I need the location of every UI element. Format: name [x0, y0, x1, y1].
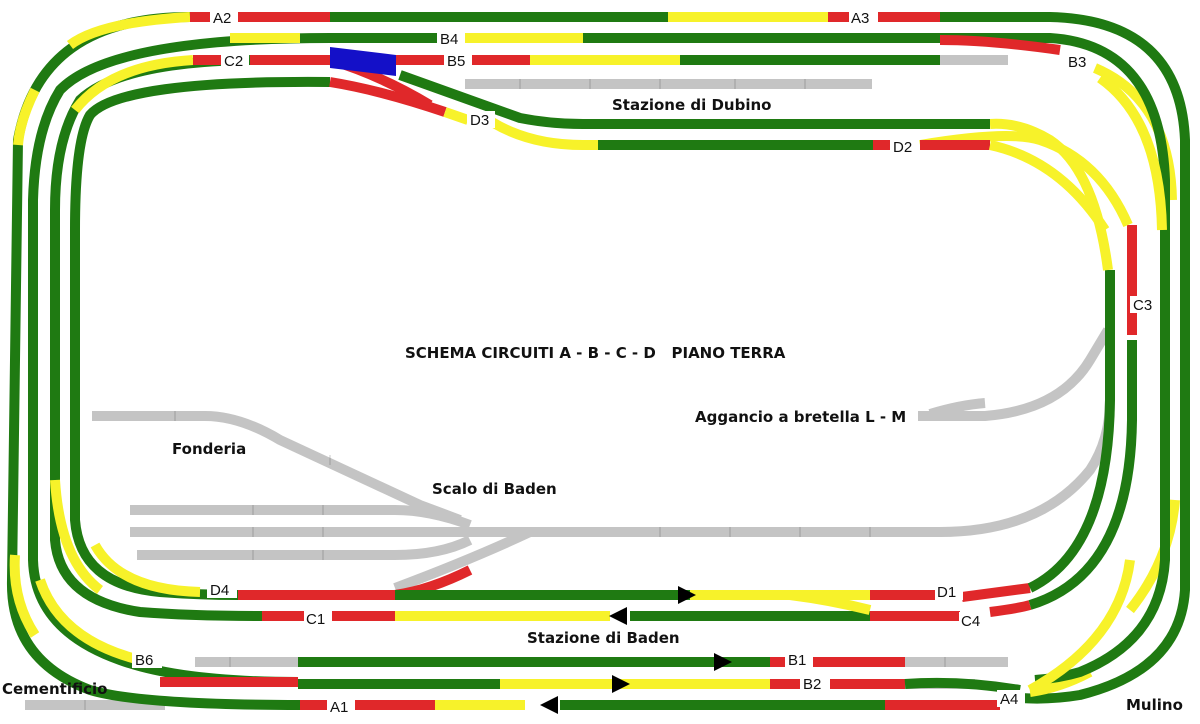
aggancio-label: Aggancio a bretella L - M	[695, 408, 906, 426]
label-a3: A3	[851, 10, 869, 27]
arrow-right-icon	[714, 653, 732, 671]
scalo-lead	[393, 527, 533, 593]
label-a2: A2	[213, 10, 231, 27]
arrow-left-icon	[540, 696, 558, 714]
arrow-left-icon	[609, 607, 627, 625]
section-labels: A2 A3 B4 B5 C2 B3 D3 D2 C3 D4 D1 C1 C4 B…	[132, 9, 1160, 716]
scalo-track-1	[130, 505, 472, 530]
label-d1: D1	[937, 584, 956, 601]
circuit-d-loop	[70, 70, 1115, 615]
label-a1: A1	[330, 699, 348, 716]
mulino-label: Mulino	[1126, 696, 1183, 714]
label-d2: D2	[893, 139, 912, 156]
scalo-baden-label: Scalo di Baden	[432, 480, 557, 498]
diagram-title: SCHEMA CIRCUITI A - B - C - D PIANO TERR…	[405, 344, 786, 362]
label-b6: B6	[135, 652, 153, 669]
label-b2: B2	[803, 676, 821, 693]
label-b4: B4	[440, 31, 458, 48]
station-dubino-label: Stazione di Dubino	[612, 96, 771, 114]
cementificio-label: Cementificio	[2, 680, 107, 698]
inactive-tracks	[25, 55, 1115, 710]
label-c1: C1	[306, 611, 325, 628]
scalo-track-3	[137, 535, 473, 560]
label-b1: B1	[788, 652, 806, 669]
inactive-segment-marks	[84, 79, 946, 710]
direction-arrows	[540, 586, 732, 714]
fonderia-spur	[92, 411, 462, 525]
label-b3: B3	[1068, 54, 1086, 71]
arrow-right-icon	[678, 586, 696, 604]
fonderia-label: Fonderia	[172, 440, 246, 458]
label-b5: B5	[447, 53, 465, 70]
active-route-highlight	[330, 47, 396, 76]
arrow-right-icon	[612, 675, 630, 693]
label-c3: C3	[1133, 297, 1152, 314]
label-d3: D3	[470, 112, 489, 129]
aggancio-track	[918, 327, 1113, 421]
circuit-b-loop	[28, 33, 1170, 695]
label-a4: A4	[1000, 691, 1018, 708]
label-c2: C2	[224, 53, 243, 70]
aggancio-stub	[928, 398, 986, 419]
label-c4: C4	[961, 613, 980, 630]
label-d4: D4	[210, 582, 229, 599]
station-baden-label: Stazione di Baden	[527, 629, 680, 647]
